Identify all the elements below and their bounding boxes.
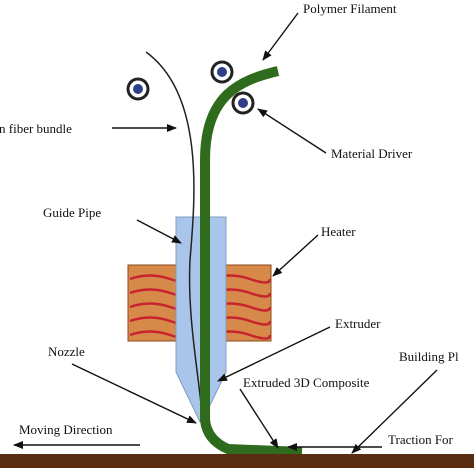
label-heater: Heater	[321, 224, 356, 239]
fiber-bundle	[145, 51, 204, 426]
leader-nozzle	[71, 363, 197, 424]
roller-top-icon	[210, 60, 234, 84]
label-traction-force: Traction For	[388, 432, 454, 447]
label-material-driver: Material Driver	[331, 146, 413, 161]
label-moving-direction: Moving Direction	[19, 422, 113, 437]
leader-material-driver	[257, 108, 327, 154]
label-guide-pipe: Guide Pipe	[43, 205, 101, 220]
leader-guide-pipe	[136, 219, 182, 244]
leader-extruder	[217, 326, 331, 382]
label-extruder: Extruder	[335, 316, 381, 331]
leader-extruded-composite	[239, 388, 279, 449]
label-extruded-composite: Extruded 3D Composite	[243, 375, 370, 390]
label-fiber-bundle: n fiber bundle	[0, 121, 72, 136]
label-nozzle: Nozzle	[48, 344, 85, 359]
leader-building-plate	[351, 369, 438, 454]
extruded-composite-strand	[203, 419, 301, 454]
roller-right-icon	[231, 91, 255, 115]
leader-heater	[272, 234, 319, 277]
leader-polymer-filament	[262, 12, 299, 61]
roller-left-icon	[126, 77, 150, 101]
label-polymer-filament: Polymer Filament	[303, 1, 397, 16]
building-plate	[0, 454, 474, 468]
label-building-plate: Building Pl	[399, 349, 459, 364]
